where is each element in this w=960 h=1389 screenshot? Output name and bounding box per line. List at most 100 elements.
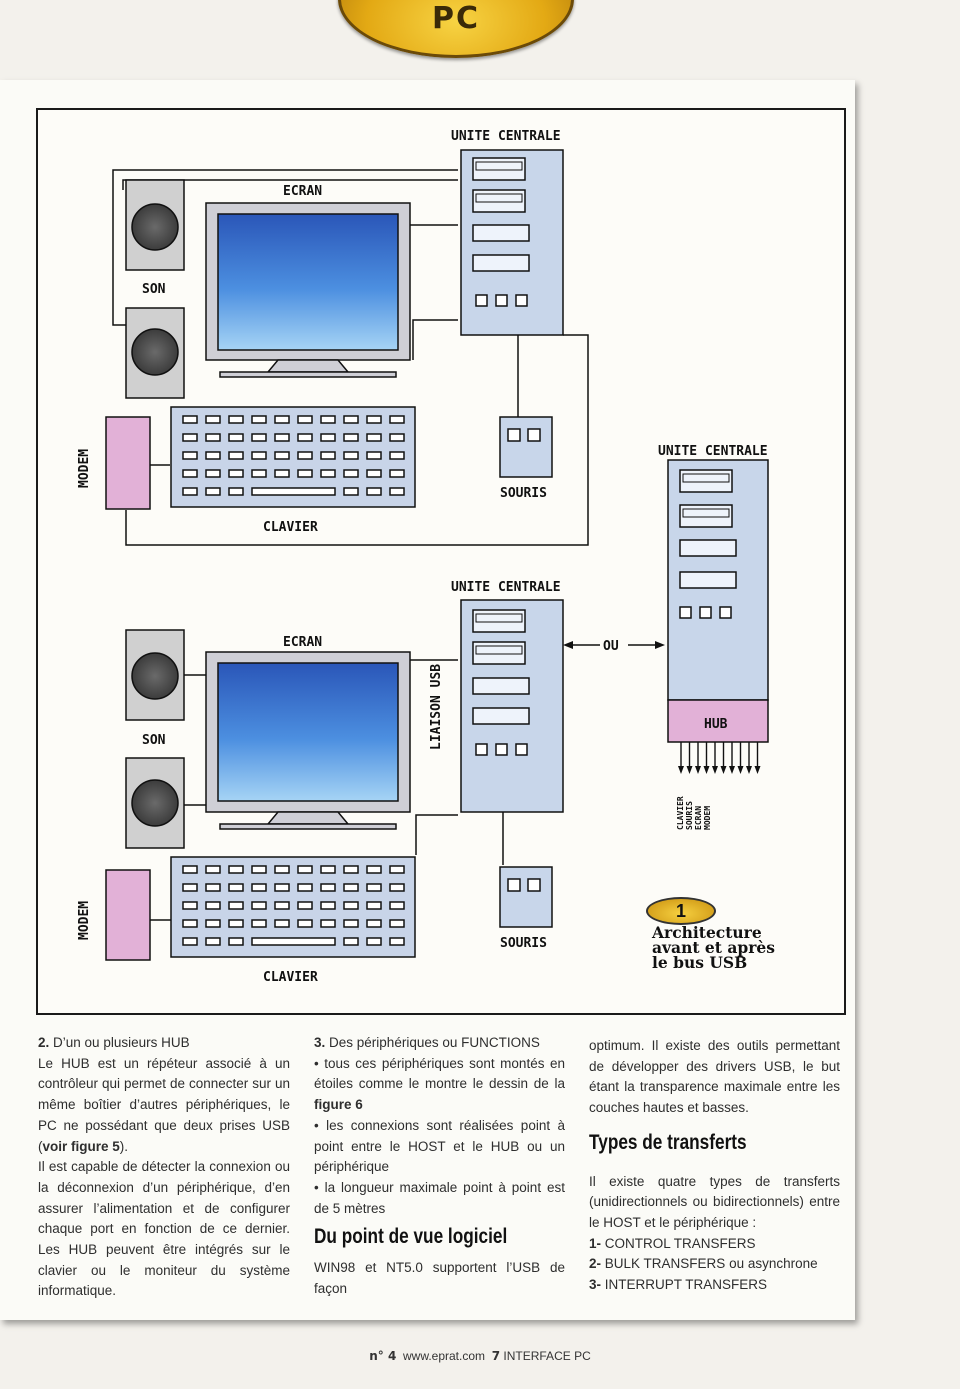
space-bar (251, 937, 336, 946)
list-item-2-number: 2- (589, 1256, 602, 1272)
bottom-modem-label: MODEM (77, 901, 92, 940)
bottom-mouse (499, 866, 553, 928)
hub-box (667, 699, 769, 743)
ou-label: OU (603, 639, 619, 654)
col2-section-title: Du point de vue logiciel (314, 1225, 508, 1249)
key (320, 451, 336, 460)
hub-port-arrow (678, 766, 684, 774)
col2-paragraph: WIN98 et NT5.0 supportent l’USB de façon (314, 1260, 565, 1296)
figure-caption: Architecture avant et après le bus USB (652, 923, 775, 971)
key (366, 487, 382, 496)
bottom-modem (105, 869, 151, 961)
col1-heading: D’un ou plusieurs HUB (53, 1035, 190, 1050)
key (389, 433, 405, 442)
col1-paragraph-1: Le HUB est un répéteur associé à un cont… (38, 1055, 290, 1154)
key (228, 865, 244, 874)
key (366, 919, 382, 928)
hub-port-arrow (686, 766, 693, 774)
key (389, 415, 405, 424)
hub-port-arrow (729, 766, 735, 774)
key (251, 865, 267, 874)
key (366, 451, 382, 460)
key (228, 415, 244, 424)
key (205, 865, 221, 874)
key (182, 865, 198, 874)
key (251, 415, 267, 424)
col2-heading: Des périphériques ou FUNCTIONS (329, 1035, 540, 1050)
key (389, 469, 405, 478)
hub-port-4-label: MODEM (703, 806, 712, 830)
col1-paragraph-1-end: ). (119, 1138, 129, 1154)
section-label: PC (431, 1, 480, 36)
key (228, 883, 244, 892)
liaison-usb-label: LIAISON USB (429, 664, 444, 750)
col3-paragraph-1: optimum. Il existe des outils permettant… (589, 1038, 840, 1116)
figure-number-badge: 1 (646, 897, 716, 925)
key (205, 901, 221, 910)
key (389, 451, 405, 460)
hub-port-2-label: SOURIS (685, 801, 694, 830)
hub-port-1-label: CLAVIER (676, 796, 685, 830)
key (251, 901, 267, 910)
key (228, 433, 244, 442)
key (228, 919, 244, 928)
key (274, 433, 290, 442)
key (343, 883, 359, 892)
key (366, 901, 382, 910)
key (274, 883, 290, 892)
key (320, 433, 336, 442)
bottom-system: UNITE CENTRALE ECRAN SON CLAVIER SOURIS … (77, 580, 564, 985)
key (297, 433, 313, 442)
hub-port-arrow (695, 766, 701, 774)
key (274, 919, 290, 928)
figure-number: 1 (675, 901, 686, 921)
key (297, 415, 313, 424)
key (205, 919, 221, 928)
key (297, 901, 313, 910)
key (366, 415, 382, 424)
caption-line-1: Architecture (652, 923, 762, 942)
top-son-label: SON (142, 282, 166, 297)
key (182, 451, 198, 460)
key (320, 415, 336, 424)
right-unite-label: UNITE CENTRALE (658, 444, 768, 459)
key (182, 901, 198, 910)
hub-label: HUB (704, 717, 728, 732)
list-item-3-number: 3- (589, 1277, 602, 1293)
key (182, 883, 198, 892)
key (182, 415, 198, 424)
key (182, 433, 198, 442)
key (389, 865, 405, 874)
hub-port-arrow (720, 766, 727, 774)
top-ecran-label: ECRAN (283, 184, 322, 199)
key (389, 937, 405, 946)
key (205, 469, 221, 478)
key (205, 451, 221, 460)
key (389, 883, 405, 892)
top-unite-label: UNITE CENTRALE (451, 129, 561, 144)
key (251, 469, 267, 478)
key (389, 487, 405, 496)
key (228, 937, 244, 946)
key (366, 883, 382, 892)
key (320, 883, 336, 892)
key (274, 901, 290, 910)
key (205, 937, 221, 946)
list-item-2: BULK TRANSFERS ou asynchrone (604, 1256, 818, 1272)
key (274, 415, 290, 424)
top-modem (105, 416, 151, 510)
key (228, 901, 244, 910)
footer-url: www.eprat.com (402, 1349, 486, 1363)
key (182, 937, 198, 946)
key (251, 451, 267, 460)
key (228, 469, 244, 478)
footer-page: 7 (491, 1349, 501, 1363)
hub-port-arrow (712, 766, 718, 774)
key (251, 433, 267, 442)
col1-paragraph-2: Il est capable de détecter la connexion … (38, 1159, 290, 1299)
bottom-keyboard-keys (182, 865, 405, 946)
top-souris-label: SOURIS (500, 486, 547, 501)
space-bar (251, 487, 336, 496)
key (205, 883, 221, 892)
col1-figure-ref: voir figure 5 (42, 1138, 120, 1154)
